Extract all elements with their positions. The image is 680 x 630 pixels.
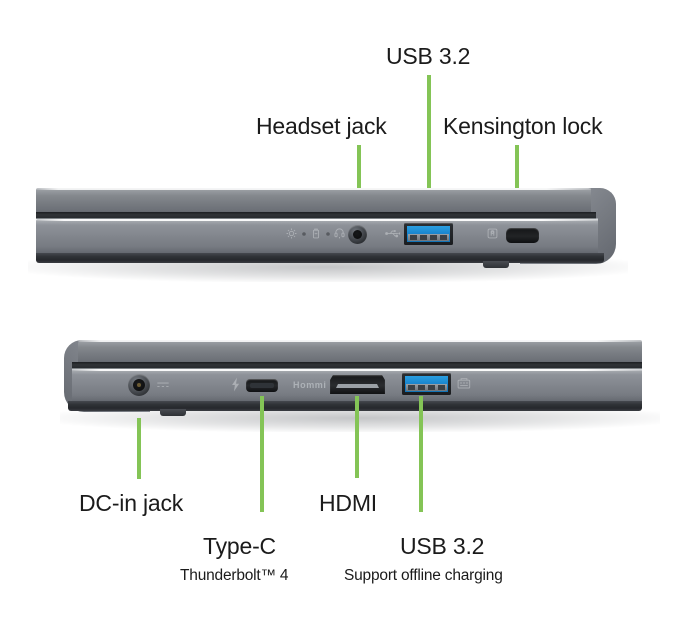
- hdmi-port-tongue: [336, 384, 379, 388]
- laptop-base-highlight-top: [36, 219, 598, 221]
- leader-line-headset-jack: [357, 145, 361, 229]
- type-c-port-tongue: [250, 383, 274, 388]
- usb32-port-contacts-left: [408, 385, 445, 390]
- led-dot-icon-battery: [326, 232, 330, 236]
- laptop-lid-top: [36, 188, 591, 214]
- laptop-base-highlight-bottom: [72, 369, 642, 371]
- usb32-port-tongue-right: [408, 234, 449, 241]
- callout-sublabel-usb32-left: Support offline charging: [344, 567, 503, 584]
- thunderbolt-icon: [231, 377, 240, 392]
- callout-label-usb32-right: USB 3.2: [386, 43, 471, 69]
- leader-line-hdmi: [355, 396, 359, 478]
- callout-label-hdmi: HDMI: [319, 490, 377, 516]
- dc-symbol-icon: [156, 381, 170, 390]
- laptop-lid-seam-bottom: [72, 362, 642, 369]
- leader-line-usb32-right: [427, 75, 431, 221]
- usb-trident-icon: [385, 229, 401, 238]
- power-icon: [286, 228, 297, 239]
- battery-icon: [311, 228, 321, 239]
- laptop-seam-highlight-bottom: [72, 368, 642, 369]
- laptop-foot-nub-bottom: [160, 409, 186, 416]
- headset-jack-hole: [353, 230, 362, 239]
- callout-label-dc-in-jack: DC-in jack: [79, 490, 184, 516]
- laptop-lid-seam-top: [36, 212, 596, 219]
- callout-sublabel-type-c: Thunderbolt™ 4: [180, 567, 289, 584]
- laptop-seam-highlight-top: [36, 218, 598, 219]
- kensington-lock-slot: [506, 228, 539, 243]
- callout-label-kensington-lock: Kensington lock: [443, 113, 603, 139]
- laptop-lid-highlight-bottom: [78, 340, 642, 342]
- laptop-base-foot-top: [36, 253, 604, 263]
- laptop-foot-nub-top: [483, 261, 509, 268]
- callout-label-headset-jack: Headset jack: [256, 113, 387, 139]
- callout-label-type-c: Type-C: [203, 533, 276, 559]
- laptop-base-top: [36, 219, 598, 257]
- led-dot-icon-power: [302, 232, 306, 236]
- laptop-lid-bottom: [78, 340, 642, 364]
- headset-icon: [334, 227, 345, 239]
- usb32-port-tongue-left: [406, 384, 447, 391]
- usb32-port-contacts-right: [410, 235, 447, 240]
- dc-in-jack-pin: [137, 383, 141, 387]
- leader-line-usb32-left: [419, 396, 423, 512]
- hdmi-wordmark-icon: Hommi: [293, 380, 327, 390]
- leader-line-dc-in-jack: [137, 418, 141, 479]
- battery-charge-icon: [457, 377, 471, 391]
- laptop-lid-highlight-top: [36, 188, 591, 190]
- callout-label-usb32-left: USB 3.2: [400, 533, 485, 559]
- leader-line-type-c: [260, 396, 264, 512]
- lock-icon: [487, 228, 498, 239]
